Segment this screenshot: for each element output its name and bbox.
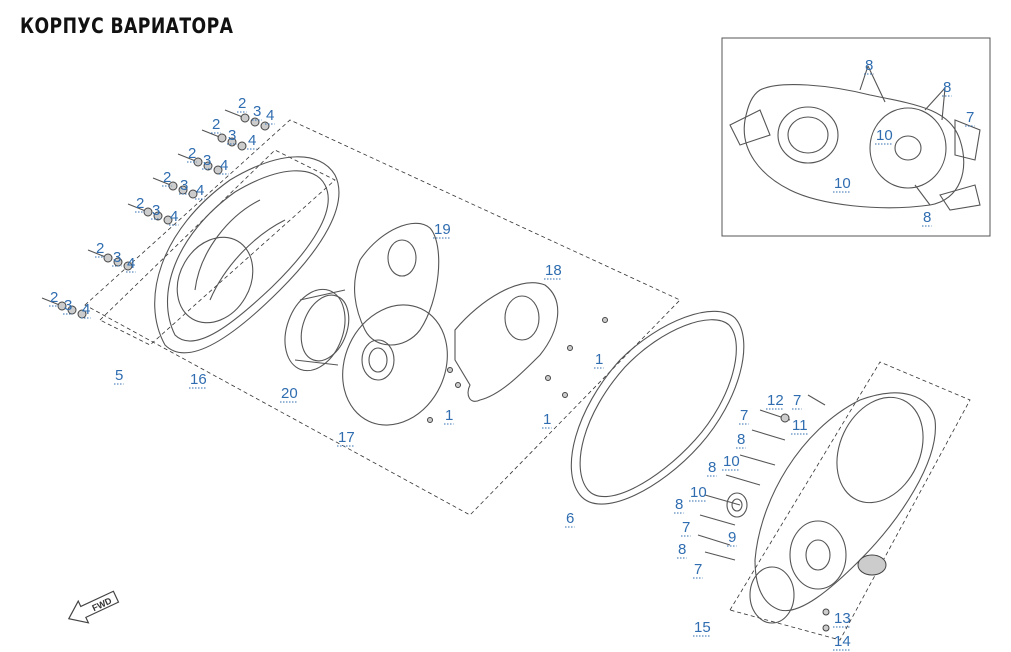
callout-label: 18 bbox=[545, 262, 562, 279]
callout-label: 2 bbox=[136, 195, 144, 212]
cover-group-outline bbox=[84, 119, 681, 516]
bolt-stack bbox=[152, 177, 198, 199]
callout-label: 6 bbox=[566, 510, 574, 527]
callout-label: 1 bbox=[543, 411, 551, 428]
callout-label: 12 bbox=[767, 392, 784, 409]
housing-bolts bbox=[697, 394, 830, 632]
callout-label: 8 bbox=[943, 79, 951, 96]
bolt-stack bbox=[41, 297, 87, 319]
callout-label: 3 bbox=[64, 297, 72, 314]
air-duct-20 bbox=[284, 288, 350, 372]
callout-label: 10 bbox=[834, 175, 851, 192]
callout-label: 7 bbox=[793, 392, 801, 409]
callout-label: 17 bbox=[338, 429, 355, 446]
callout-label: 7 bbox=[740, 407, 748, 424]
callout-label: 5 bbox=[115, 367, 123, 384]
callout-label: 2 bbox=[50, 289, 58, 306]
callout-label: 2 bbox=[238, 95, 246, 112]
callout-label: 4 bbox=[266, 107, 274, 124]
callout-label: 10 bbox=[690, 484, 707, 501]
callout-label: 4 bbox=[127, 255, 135, 272]
callout-label: 2 bbox=[188, 145, 196, 162]
callout-label: 11 bbox=[792, 417, 808, 434]
callout-label: 3 bbox=[113, 249, 121, 266]
callout-label: 1 bbox=[445, 407, 453, 424]
screws-1 bbox=[427, 317, 608, 423]
bolt-stack bbox=[87, 249, 133, 271]
bolt-stack bbox=[201, 129, 247, 151]
callout-label: 13 bbox=[834, 610, 851, 627]
callout-label: 10 bbox=[723, 453, 740, 470]
callout-label: 1 bbox=[595, 351, 603, 368]
callout-label: 3 bbox=[152, 202, 160, 219]
bolt-stack-group bbox=[41, 109, 270, 319]
callout-label: 16 bbox=[190, 371, 207, 388]
callout-label: 8 bbox=[678, 541, 686, 558]
outer-cover-16 bbox=[154, 156, 340, 354]
callout-label: 2 bbox=[212, 116, 220, 133]
callout-label: 3 bbox=[180, 177, 188, 194]
callout-label: 10 bbox=[876, 127, 893, 144]
callout-label: 20 bbox=[281, 385, 298, 402]
seal-9 bbox=[726, 492, 748, 518]
callout-label: 8 bbox=[865, 57, 873, 74]
bolt-stack bbox=[224, 109, 270, 131]
callout-label: 7 bbox=[682, 519, 690, 536]
fwd-arrow: FWD bbox=[67, 590, 120, 624]
inset-detail bbox=[721, 37, 991, 237]
callout-label: 8 bbox=[675, 496, 683, 513]
callout-label: 4 bbox=[196, 182, 204, 199]
cover-subgroup-outline bbox=[99, 149, 336, 346]
callout-label: 4 bbox=[82, 301, 90, 318]
variator-housing bbox=[729, 361, 971, 641]
callout-label: 7 bbox=[694, 561, 702, 578]
page-title: КОРПУС ВАРИАТОРА bbox=[20, 14, 234, 38]
callout-label: 2 bbox=[96, 240, 104, 257]
callout-label: 7 bbox=[966, 109, 974, 126]
callout-label: 14 bbox=[834, 633, 851, 650]
callout-label: 9 bbox=[728, 529, 736, 546]
callout-label: 2 bbox=[163, 169, 171, 186]
callout-label: 19 bbox=[434, 221, 451, 238]
callout-label: 3 bbox=[228, 127, 236, 144]
callout-label: 3 bbox=[203, 152, 211, 169]
callout-label: 15 bbox=[694, 619, 711, 636]
plate-19 bbox=[354, 222, 440, 346]
gasket-6-inner bbox=[579, 319, 737, 498]
callout-label: 8 bbox=[923, 209, 931, 226]
bolt-stack bbox=[127, 203, 173, 225]
callout-label: 3 bbox=[253, 103, 261, 120]
callout-label: 8 bbox=[708, 459, 716, 476]
callout-label: 8 bbox=[737, 431, 745, 448]
callout-label: 4 bbox=[220, 157, 228, 174]
callout-label: 4 bbox=[170, 208, 178, 225]
bolt-stack bbox=[177, 153, 223, 175]
plate-18 bbox=[454, 282, 559, 402]
callout-label: 4 bbox=[248, 132, 256, 149]
gasket-6 bbox=[570, 310, 745, 505]
inner-cover-17 bbox=[342, 304, 448, 426]
